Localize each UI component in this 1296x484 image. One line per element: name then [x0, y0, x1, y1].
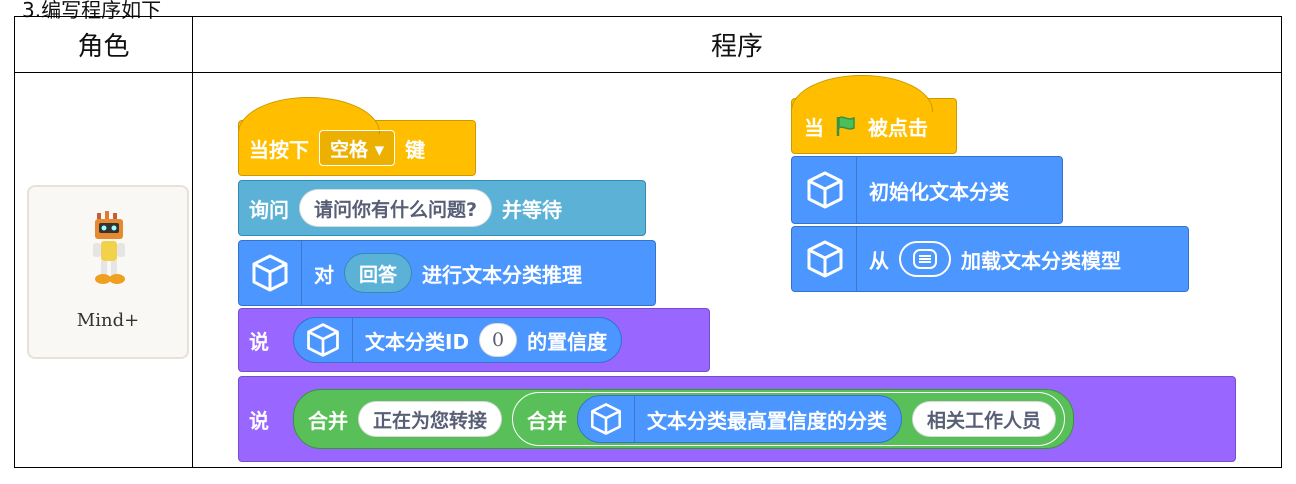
join-text-input-1[interactable]: 正在为您转接: [358, 401, 503, 437]
when-key-pressed-block[interactable]: 当按下 空格 ▾ 键: [238, 97, 476, 176]
green-flag-icon: [836, 116, 855, 136]
cube-icon: [804, 157, 857, 223]
join-reporter-inner[interactable]: 合并 文本分类最高置信度的分类 相关工作人员: [512, 392, 1066, 446]
cube-icon: [804, 227, 857, 291]
init-text-classify-block[interactable]: 初始化文本分类: [791, 156, 1063, 224]
question-input[interactable]: 请问你有什么问题?: [299, 189, 493, 227]
say-join-block[interactable]: 说 合并 正在为您转接 合并 文本分类最高置信度的分类 相关工作人员: [238, 376, 1236, 462]
join-reporter-outer[interactable]: 合并 正在为您转接 合并 文本分类最高置信度的分类 相关工作人员: [293, 389, 1075, 449]
when-flag-suffix: 被点击: [868, 115, 928, 140]
ask-prefix: 询问: [249, 197, 289, 222]
classify-suffix: 进行文本分类推理: [422, 262, 583, 287]
load-model-block[interactable]: 从 加载文本分类模型: [791, 226, 1189, 292]
sprite-card[interactable]: Mind+: [27, 185, 189, 359]
class-id-label: 文本分类ID: [365, 329, 470, 354]
say-label-1: 说: [249, 329, 269, 354]
when-flag-prefix: 当: [804, 115, 824, 140]
cube-icon: [588, 396, 636, 442]
robot-sprite-icon: [93, 211, 125, 284]
ask-and-wait-block[interactable]: 询问 请问你有什么问题? 并等待: [238, 180, 646, 236]
join-label-1: 合并: [308, 408, 348, 433]
say-confidence-block[interactable]: 说 文本分类ID 0 的置信度: [238, 308, 710, 372]
say-label-2: 说: [249, 408, 269, 433]
header-role: 角色: [77, 32, 130, 62]
init-label: 初始化文本分类: [869, 179, 1009, 204]
when-flag-clicked-block[interactable]: 当 被点击: [791, 75, 957, 154]
key-dropdown[interactable]: 空格 ▾: [319, 130, 396, 166]
top-class-label: 文本分类最高置信度的分类: [647, 408, 888, 433]
column-divider: [192, 17, 193, 467]
class-id-input[interactable]: 0: [479, 323, 518, 357]
sprite-name: Mind+: [76, 310, 140, 331]
join-label-2: 合并: [527, 408, 568, 433]
cube-icon: [304, 318, 353, 362]
confidence-suffix: 的置信度: [527, 329, 608, 354]
header-divider: [15, 72, 1281, 73]
cube-icon: [249, 241, 302, 305]
confidence-reporter[interactable]: 文本分类ID 0 的置信度: [293, 317, 623, 363]
program-table: 角色 程序 Mind+: [14, 16, 1282, 468]
load-prefix: 从: [869, 248, 889, 273]
answer-reporter[interactable]: 回答: [344, 253, 413, 293]
when-key-suffix: 键: [405, 137, 426, 162]
when-key-prefix: 当按下: [249, 137, 309, 162]
classify-prefix: 对: [314, 262, 334, 287]
load-suffix: 加载文本分类模型: [961, 248, 1121, 273]
top-class-reporter[interactable]: 文本分类最高置信度的分类: [577, 395, 903, 443]
header-program: 程序: [710, 32, 763, 62]
text-classify-infer-block[interactable]: 对 回答 进行文本分类推理: [238, 240, 656, 306]
list-icon[interactable]: [899, 241, 951, 277]
join-text-input-2[interactable]: 相关工作人员: [912, 401, 1057, 437]
ask-suffix: 并等待: [502, 197, 563, 222]
